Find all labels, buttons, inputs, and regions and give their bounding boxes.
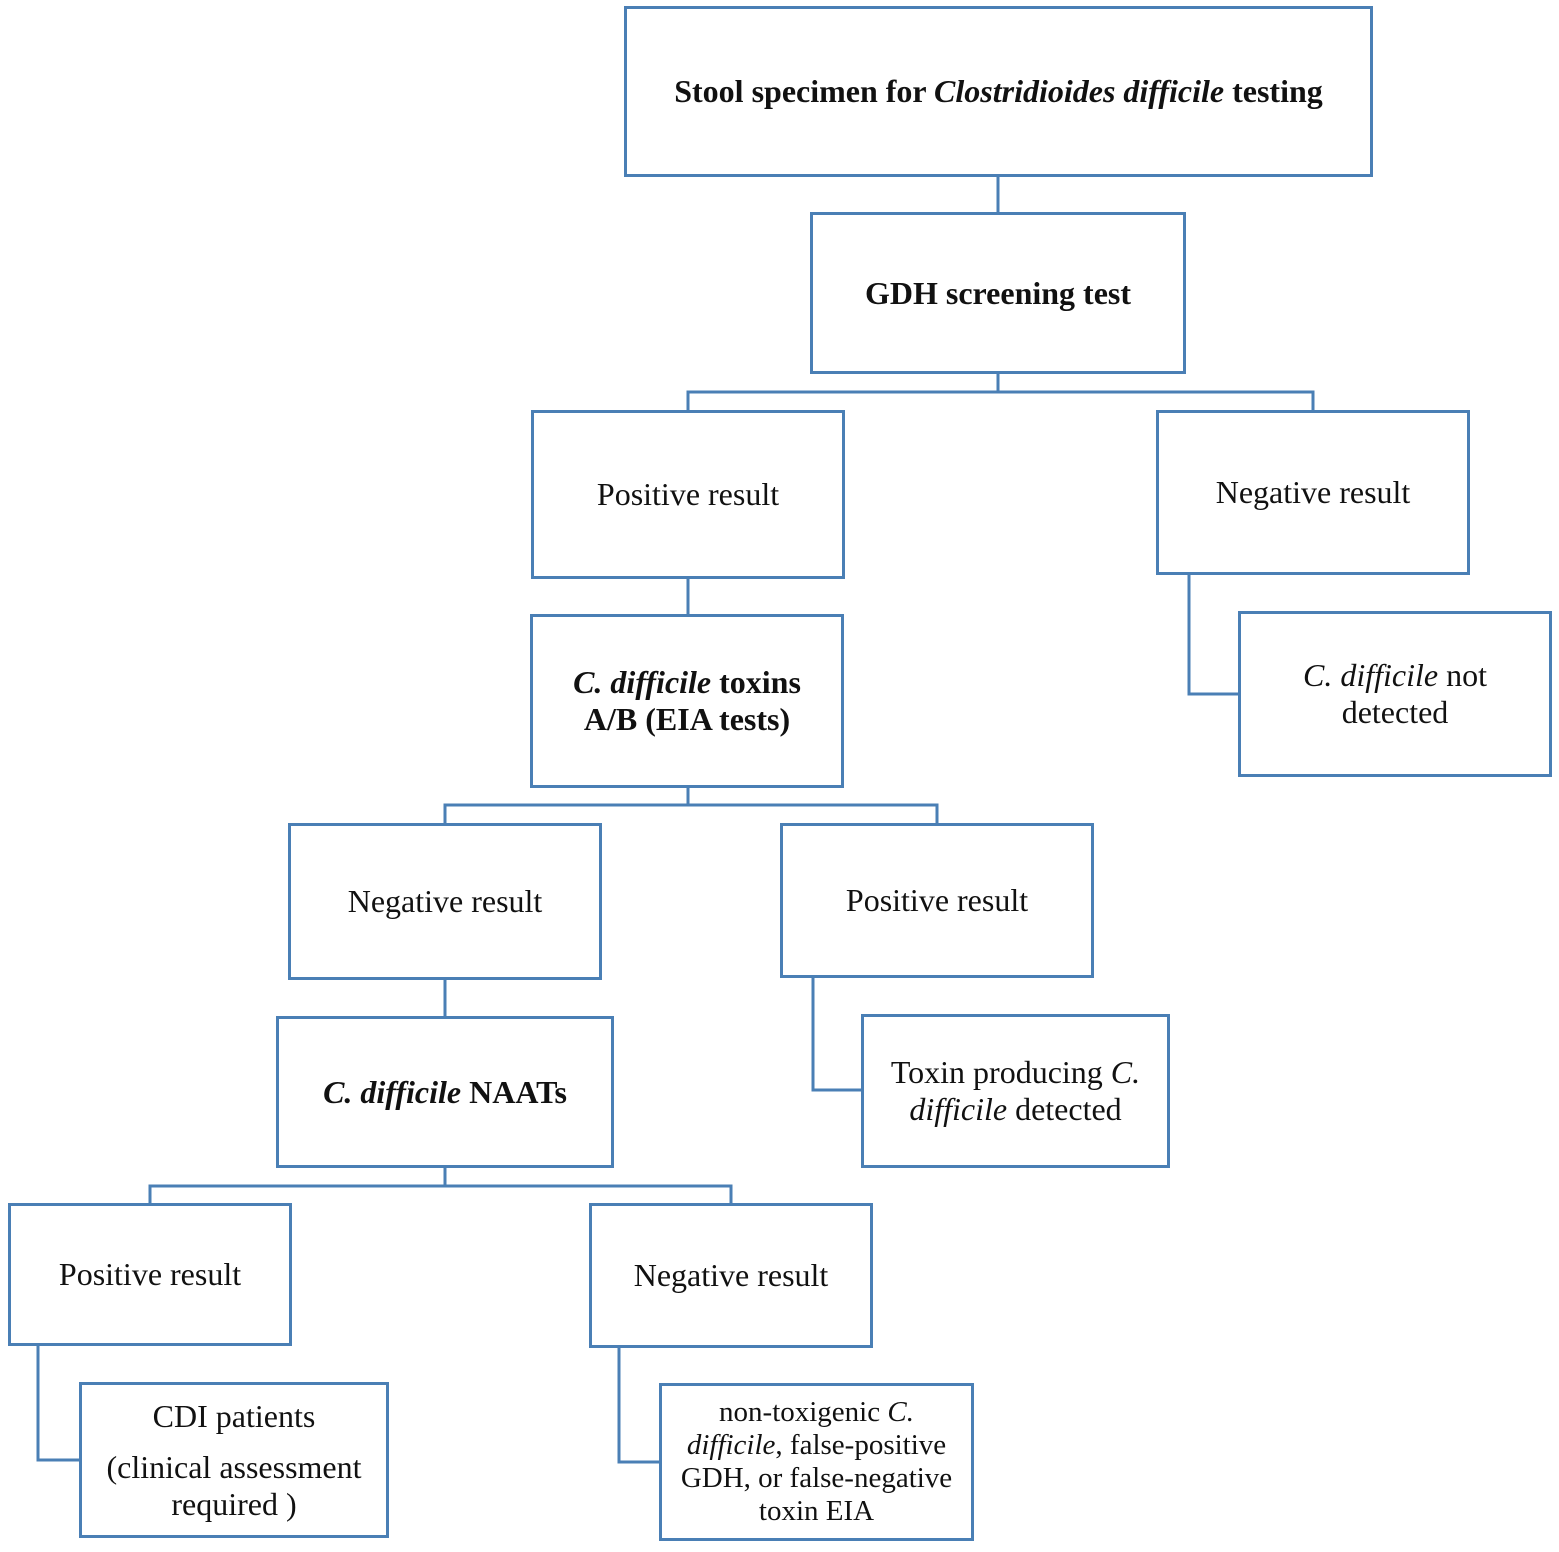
toxin-negative-box: Negative result — [288, 823, 602, 980]
not-detected-box: C. difficile not detected — [1238, 611, 1552, 777]
naat-negative-box: Negative result — [589, 1203, 873, 1348]
toxins-eia-label: C. difficile toxins A/B (EIA tests) — [573, 664, 801, 737]
not-detected-label: C. difficile not detected — [1303, 657, 1487, 730]
toxin-detected-box: Toxin producing C. difficile detected — [861, 1014, 1170, 1168]
non-toxigenic-box: non-toxigenic C. difficile, false-positi… — [659, 1383, 974, 1541]
toxin-detected-label: Toxin producing C. difficile detected — [890, 1054, 1141, 1127]
connector-toxins-results — [443, 788, 939, 823]
cdi-patients-box: CDI patients (clinical assessment requir… — [79, 1382, 389, 1538]
naat-positive-label: Positive result — [58, 1256, 242, 1292]
connector-naat-results — [148, 1168, 733, 1203]
gdh-negative-label: Negative result — [1215, 474, 1411, 510]
gdh-positive-box: Positive result — [531, 410, 845, 579]
naat-label: C. difficile NAATs — [323, 1073, 567, 1110]
stool-specimen-box: Stool specimen for Clostridioides diffic… — [624, 6, 1373, 177]
connector-pos3-cdi — [36, 1346, 79, 1462]
gdh-negative-box: Negative result — [1156, 410, 1470, 575]
cdi-patients-label: CDI patients (clinical assessment requir… — [106, 1397, 362, 1522]
connector-neg3-nontoxigenic — [617, 1348, 659, 1464]
naat-positive-box: Positive result — [8, 1203, 292, 1346]
toxin-positive-box: Positive result — [780, 823, 1094, 978]
connector-gdh-results — [686, 374, 1315, 410]
toxin-negative-label: Negative result — [347, 883, 543, 919]
connector-pos2-toxindetected — [811, 978, 861, 1092]
gdh-screening-box: GDH screening test — [810, 212, 1186, 374]
gdh-positive-label: Positive result — [596, 476, 780, 512]
stool-specimen-label: Stool specimen for Clostridioides diffic… — [674, 73, 1323, 109]
gdh-screening-label: GDH screening test — [864, 274, 1132, 311]
naat-negative-label: Negative result — [633, 1257, 829, 1293]
toxin-positive-label: Positive result — [845, 882, 1029, 918]
non-toxigenic-label: non-toxigenic C. difficile, false-positi… — [680, 1396, 953, 1527]
toxins-eia-box: C. difficile toxins A/B (EIA tests) — [530, 614, 844, 788]
connector-neg1-notdetected — [1187, 575, 1238, 696]
naat-box: C. difficile NAATs — [276, 1016, 614, 1168]
